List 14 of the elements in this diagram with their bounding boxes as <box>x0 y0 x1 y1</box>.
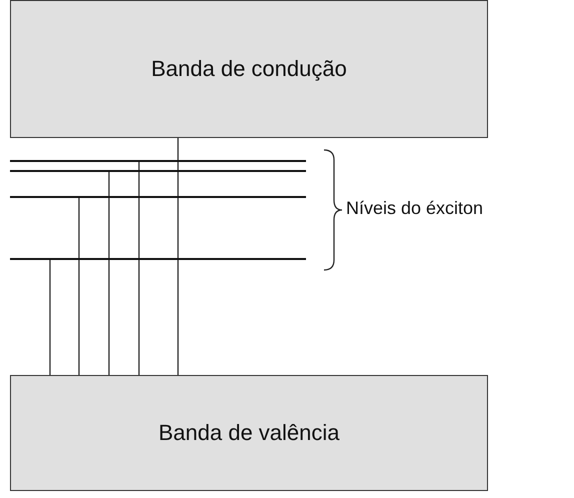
energy-level-line <box>10 170 306 172</box>
transition-line <box>177 138 179 375</box>
energy-level-line <box>10 196 306 198</box>
transition-line <box>108 172 110 375</box>
transition-line <box>138 162 140 375</box>
band-label: Banda de condução <box>151 56 347 82</box>
energy-level-line <box>10 258 306 260</box>
transition-line <box>49 260 51 375</box>
band-label: Banda de valência <box>158 420 340 446</box>
transition-line <box>78 198 80 375</box>
energy-band-box <box>10 0 488 138</box>
energy-level-line <box>10 160 306 162</box>
energy-band-box <box>10 375 488 491</box>
brace-label: Níveis do éxciton <box>346 198 484 219</box>
